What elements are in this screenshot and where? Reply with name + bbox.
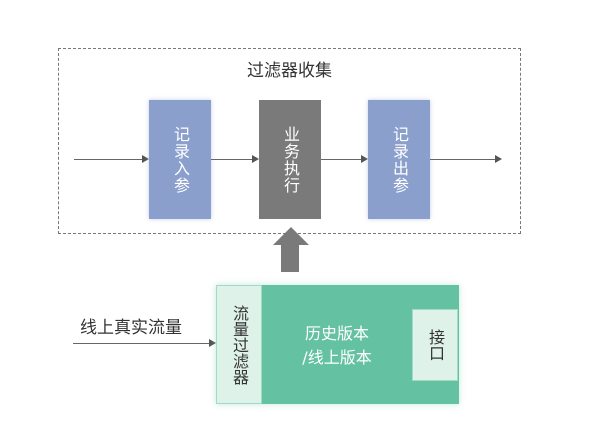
interface-box: 接口: [412, 309, 458, 381]
arrow-head-icon: [495, 155, 502, 163]
version-line-1: 历史版本: [304, 324, 369, 343]
version-label: 历史版本 /线上版本: [262, 322, 412, 370]
traffic-filter: 流量过滤器: [216, 285, 262, 404]
group-title: 过滤器收集: [247, 61, 332, 81]
arrow-head-icon: [209, 339, 216, 347]
arrow-head-icon: [252, 155, 259, 163]
version-line-2: /线上版本: [302, 348, 372, 367]
traffic-line: [73, 343, 210, 344]
up-arrow-icon: [273, 227, 309, 245]
arrow-head-icon: [142, 155, 149, 163]
flow-line-1: [211, 159, 253, 160]
step-record-input: 记录入参: [149, 100, 211, 219]
flow-line-out: [430, 159, 496, 160]
step-business-execution: 业务执行: [259, 100, 321, 219]
arrow-head-icon: [361, 155, 368, 163]
step-record-output: 记录出参: [368, 100, 430, 219]
up-arrow-shaft: [281, 245, 299, 272]
flow-line-2: [321, 159, 363, 160]
traffic-label: 线上真实流量: [80, 318, 182, 338]
flow-line-in: [74, 159, 144, 160]
